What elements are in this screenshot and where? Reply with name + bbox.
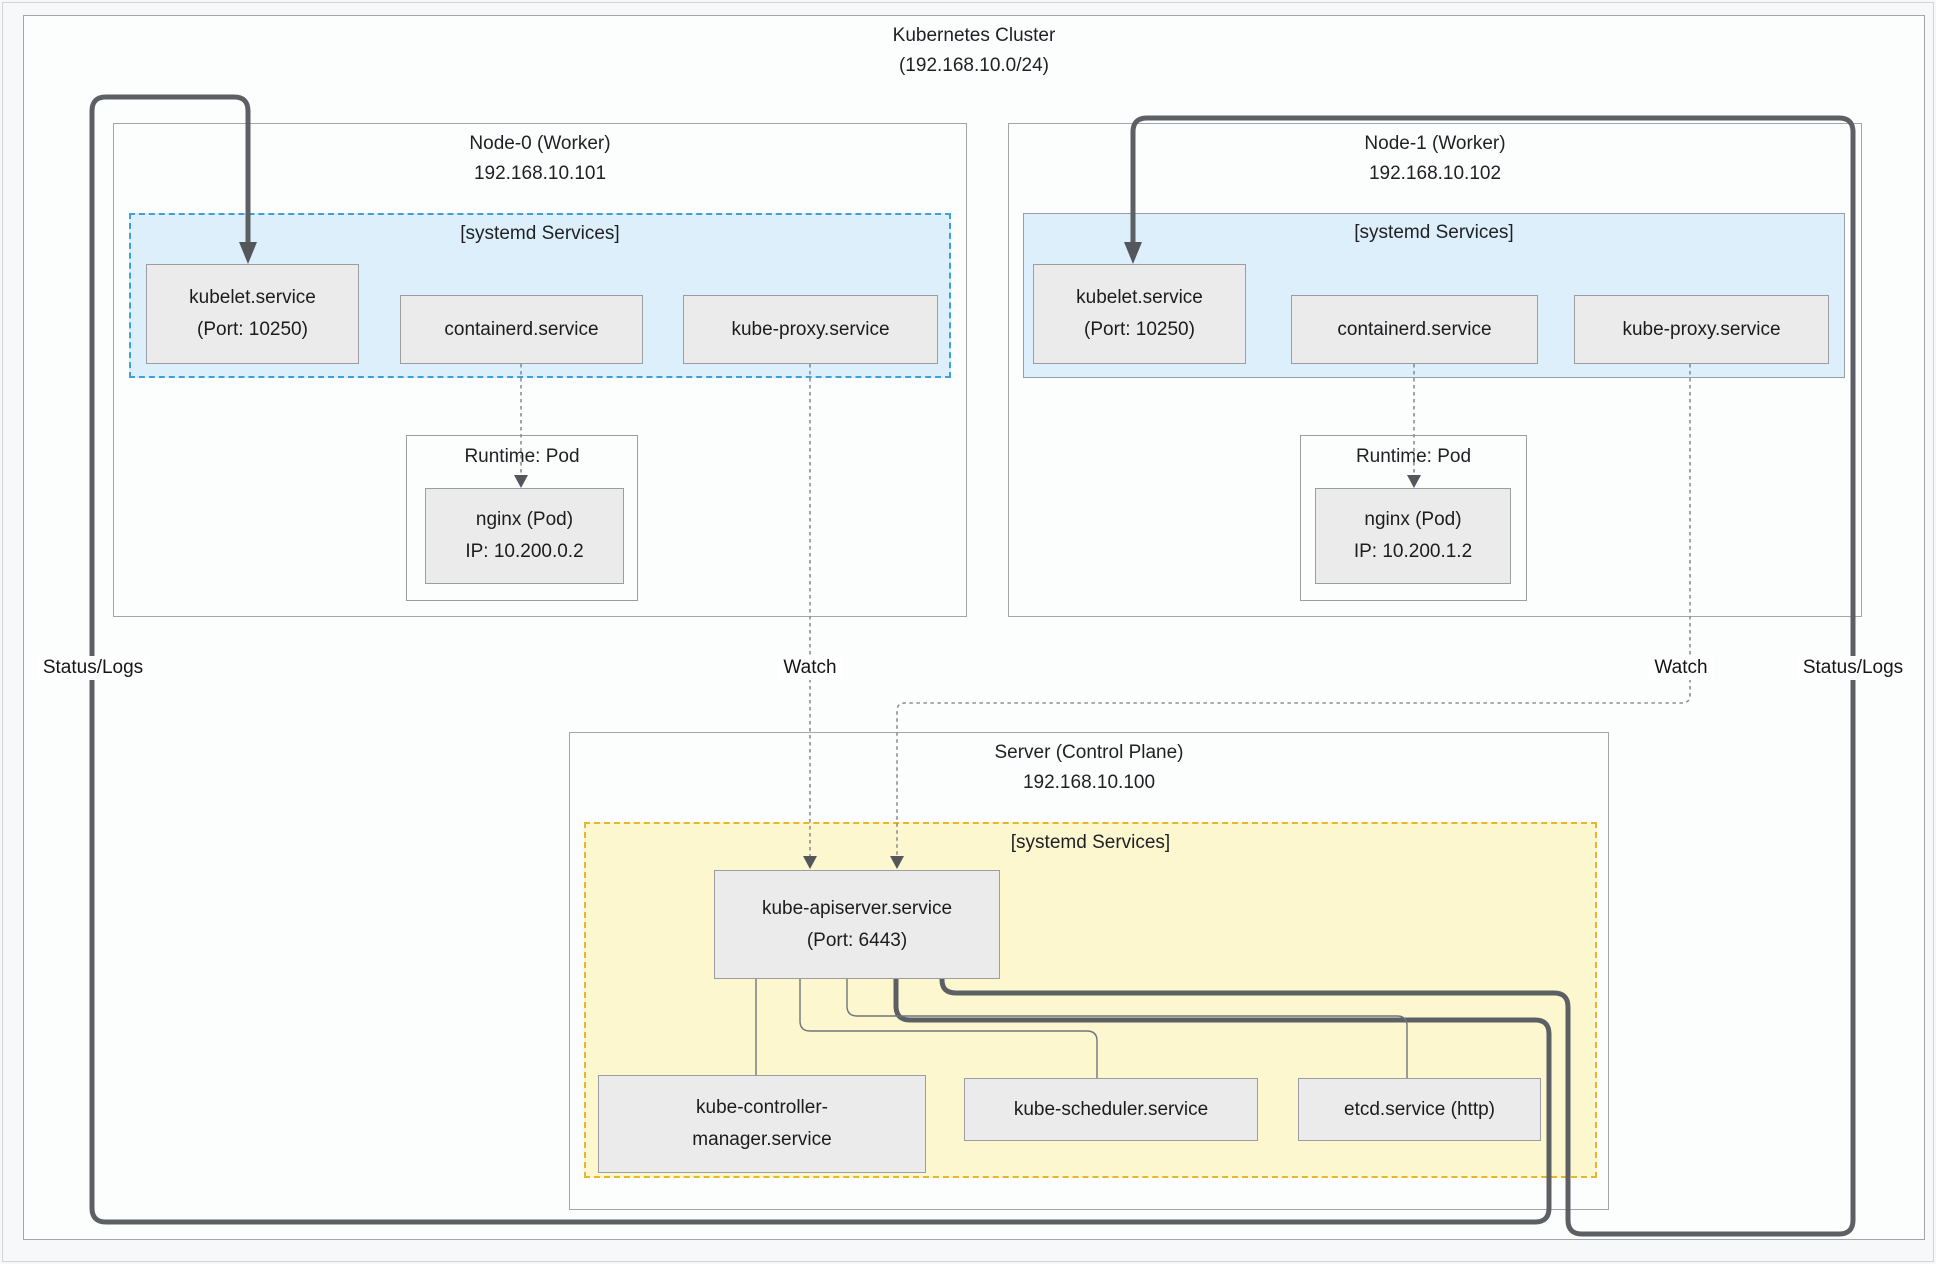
node1-runtime-title: Runtime: Pod	[1355, 446, 1472, 467]
node1-title: Node-1 (Worker)	[1364, 133, 1506, 154]
node0-kube-proxy-service-box: kube-proxy.service	[683, 295, 938, 364]
node1-kube-proxy-service-box: kube-proxy.service	[1574, 295, 1829, 364]
node1-kubelet-port: (Port: 10250)	[1084, 319, 1195, 340]
node0-pod-ip: IP: 10.200.0.2	[465, 541, 584, 562]
node0-systemd-label: [systemd Services]	[460, 223, 620, 244]
etcd-service-box: etcd.service (http)	[1298, 1078, 1541, 1141]
kube-apiserver-service-box: kube-apiserver.service (Port: 6443)	[714, 870, 1000, 979]
node1-pod-ip: IP: 10.200.1.2	[1353, 541, 1473, 562]
node1-nginx-pod-box: nginx (Pod) IP: 10.200.1.2	[1315, 488, 1511, 584]
node0-ip: 192.168.10.101	[473, 163, 607, 184]
status-logs-left-label: Status/Logs	[36, 656, 150, 680]
server-title: Server (Control Plane)	[994, 742, 1184, 763]
node1-pod-label: nginx (Pod)	[1364, 509, 1462, 530]
node0-pod-label: nginx (Pod)	[475, 509, 574, 530]
cluster-subtitle: (192.168.10.0/24)	[898, 55, 1049, 76]
kube-controller-manager-service-box: kube-controller- manager.service	[598, 1075, 926, 1173]
node0-runtime-title: Runtime: Pod	[464, 446, 580, 467]
node0-kubelet-service-box: kubelet.service (Port: 10250)	[146, 264, 359, 364]
kube-controller-manager-line1: kube-controller-	[696, 1097, 828, 1118]
node1-ip: 192.168.10.102	[1368, 163, 1502, 184]
kube-scheduler-label: kube-scheduler.service	[1013, 1098, 1209, 1120]
kube-scheduler-service-box: kube-scheduler.service	[964, 1078, 1258, 1141]
kube-apiserver-port: (Port: 6443)	[806, 929, 908, 951]
kube-apiserver-label: kube-apiserver.service	[761, 897, 953, 919]
server-ip: 192.168.10.100	[1022, 772, 1156, 793]
node0-containerd-service-box: containerd.service	[400, 295, 643, 364]
kube-controller-manager-line2: manager.service	[692, 1129, 832, 1150]
node0-nginx-pod-box: nginx (Pod) IP: 10.200.0.2	[425, 488, 624, 584]
node0-title: Node-0 (Worker)	[469, 133, 611, 154]
etcd-label: etcd.service (http)	[1344, 1098, 1495, 1120]
node0-kubelet-label: kubelet.service	[189, 287, 316, 308]
node0-kubelet-port: (Port: 10250)	[197, 319, 308, 340]
node0-kube-proxy-label: kube-proxy.service	[731, 318, 890, 340]
node1-kube-proxy-label: kube-proxy.service	[1622, 318, 1781, 340]
node1-kubelet-label: kubelet.service	[1076, 287, 1203, 308]
cluster-title: Kubernetes Cluster	[892, 25, 1056, 46]
node0-containerd-label: containerd.service	[444, 318, 599, 340]
node1-containerd-label: containerd.service	[1337, 318, 1492, 340]
node1-kubelet-service-box: kubelet.service (Port: 10250)	[1033, 264, 1246, 364]
server-systemd-label: [systemd Services]	[1010, 832, 1171, 853]
node1-containerd-service-box: containerd.service	[1291, 295, 1538, 364]
watch-left-label: Watch	[777, 656, 843, 680]
node1-systemd-label: [systemd Services]	[1354, 222, 1514, 243]
status-logs-right-label: Status/Logs	[1796, 656, 1910, 680]
watch-right-label: Watch	[1648, 656, 1714, 680]
